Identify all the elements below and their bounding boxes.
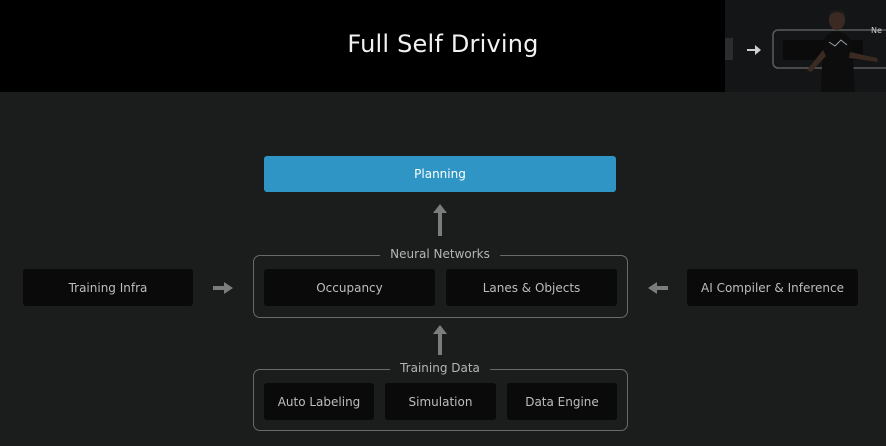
inset-text: Ne: [871, 26, 882, 35]
lanes-objects-box: Lanes & Objects: [446, 269, 617, 306]
neural-networks-label: Neural Networks: [380, 247, 500, 261]
right-arrow-icon: [213, 282, 233, 294]
inset-arrow-icon: [747, 45, 761, 55]
auto-labeling-box: Auto Labeling: [264, 383, 374, 420]
data-engine-box: Data Engine: [507, 383, 617, 420]
left-arrow-icon: [648, 282, 668, 294]
ai-compiler-inference-box: AI Compiler & Inference: [687, 269, 858, 306]
training-data-label: Training Data: [390, 361, 490, 375]
training-infra-box: Training Infra: [23, 269, 193, 306]
page-title: Full Self Driving: [347, 30, 539, 58]
simulation-box: Simulation: [385, 383, 496, 420]
up-arrow-icon: [433, 325, 447, 355]
presenter-scene: Ne: [725, 0, 886, 92]
up-arrow-icon: [433, 204, 447, 236]
occupancy-box: Occupancy: [264, 269, 435, 306]
planning-box: Planning: [264, 156, 616, 192]
presenter-video-inset: Ne: [725, 0, 886, 92]
